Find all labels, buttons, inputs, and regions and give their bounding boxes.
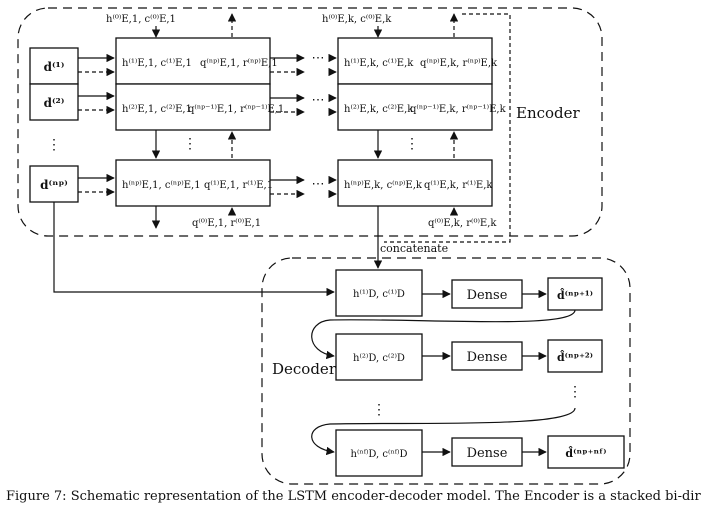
concatenate-path [373,13,511,269]
encoder-cell-np-k-h: h⁽ⁿᵖ⁾E,k, c⁽ⁿᵖ⁾E,k [344,180,423,191]
colk-vertical-arrows [373,13,459,216]
encoder-cell-np-1-q: q⁽¹⁾E,1, r⁽¹⁾E,1 [204,180,273,191]
encoder-group [17,7,603,237]
output-box-nf [547,435,625,469]
encoder-cell-np-1-h: h⁽ⁿᵖ⁾E,1, c⁽ⁿᵖ⁾E,1 [122,180,201,191]
encoder-colk-dots: ⋮ [405,136,419,152]
input-vertical-dots: ⋮ [47,137,61,153]
initial-state-bottom-left: q⁽⁰⁾E,1, r⁽⁰⁾E,1 [192,218,261,229]
input-to-decoder-arrow [53,202,335,297]
decoder-label: Decoder [272,360,337,378]
concatenate-label: concatenate [380,242,448,255]
encoder-cell-np-1 [115,159,271,207]
encoder-cell-1-1 [115,37,271,85]
column-arrows [270,53,337,199]
encoder-cell-1-k-h: h⁽¹⁾E,k, c⁽¹⁾E,k [344,58,414,69]
dense-box-1 [451,279,523,309]
output-vertical-dots: ⋮ [568,384,582,400]
col1-vertical-arrows [151,13,237,229]
encoder-cell-2-1-q: q⁽ⁿᵖ⁻¹⁾E,1, r⁽ⁿᵖ⁻¹⁾E,1 [188,104,284,115]
decoder-arrows [422,289,547,457]
caption: Figure 7: Schematic representation of th… [6,489,701,504]
output-label-2: d̂⁽ⁿᵖ⁺²⁾ [557,350,593,364]
encoder-row2-dots: ⋯ [312,93,325,108]
output-box-2 [547,339,603,373]
encoder-cell-2-k-h: h⁽²⁾E,k, c⁽²⁾E,k [344,104,414,115]
encoder-cell-np-k [337,159,493,207]
input-arrows [78,53,115,197]
decoder-group [261,257,631,485]
encoder-cell-1-1-q: q⁽ⁿᵖ⁾E,1, r⁽ⁿᵖ⁾E,1 [200,58,278,69]
encoder-decoder-diagram: Encoder Decoder d⁽¹⁾ d⁽²⁾ d⁽ⁿᵖ⁾ ⋮ h⁽¹⁾E,… [17,7,631,485]
encoder-cell-1-1-h: h⁽¹⁾E,1, c⁽¹⁾E,1 [122,58,192,69]
input-label-np: d⁽ⁿᵖ⁾ [40,178,68,192]
decoder-cell-2-label: h⁽²⁾D, c⁽²⁾D [353,353,405,364]
input-label-2: d⁽²⁾ [44,96,65,110]
output-label-1: d̂⁽ⁿᵖ⁺¹⁾ [557,288,593,302]
dense-label-nf: Dense [467,446,508,461]
decoder-cell-2 [335,333,423,381]
encoder-row1-dots: ⋯ [312,51,325,66]
initial-state-top-left: h⁽⁰⁾E,1, c⁽⁰⁾E,1 [106,14,176,25]
input-box-2 [29,83,79,121]
decoder-cell-1 [335,269,423,317]
decoder-cell-nf-label: h⁽ⁿᶠ⁾D, c⁽ⁿᶠ⁾D [351,449,408,460]
decoder-cell-1-label: h⁽¹⁾D, c⁽¹⁾D [353,289,405,300]
dense-label-1: Dense [467,288,508,303]
input-box-np [29,165,79,203]
encoder-label: Encoder [516,104,581,122]
encoder-cell-2-k [337,83,493,131]
encoder-cell-1-k-q: q⁽ⁿᵖ⁾E,k, r⁽ⁿᵖ⁾E,k [420,58,498,69]
initial-state-bottom-right: q⁽⁰⁾E,k, r⁽⁰⁾E,k [428,218,497,229]
encoder-rownp-dots: ⋯ [312,177,325,192]
decoder-vertical-dots: ⋮ [372,402,386,418]
input-label-1: d⁽¹⁾ [44,60,65,74]
encoder-cell-2-1-h: h⁽²⁾E,1, c⁽²⁾E,1 [122,104,192,115]
dense-label-2: Dense [467,350,508,365]
encoder-cell-1-k [337,37,493,85]
encoder-col1-dots: ⋮ [183,136,197,152]
initial-state-top-right: h⁽⁰⁾E,k, c⁽⁰⁾E,k [322,14,392,25]
output-label-nf: d̂⁽ⁿᵖ⁺ⁿᶠ⁾ [565,446,606,460]
encoder-cell-np-k-q: q⁽¹⁾E,k, r⁽¹⁾E,k [424,180,493,191]
decoder-cell-nf [335,429,423,477]
output-box-1 [547,277,603,311]
feedback-curves [311,309,576,456]
encoder-cell-2-k-q: q⁽ⁿᵖ⁻¹⁾E,k, r⁽ⁿᵖ⁻¹⁾E,k [410,104,507,115]
encoder-cell-2-1 [115,83,271,131]
